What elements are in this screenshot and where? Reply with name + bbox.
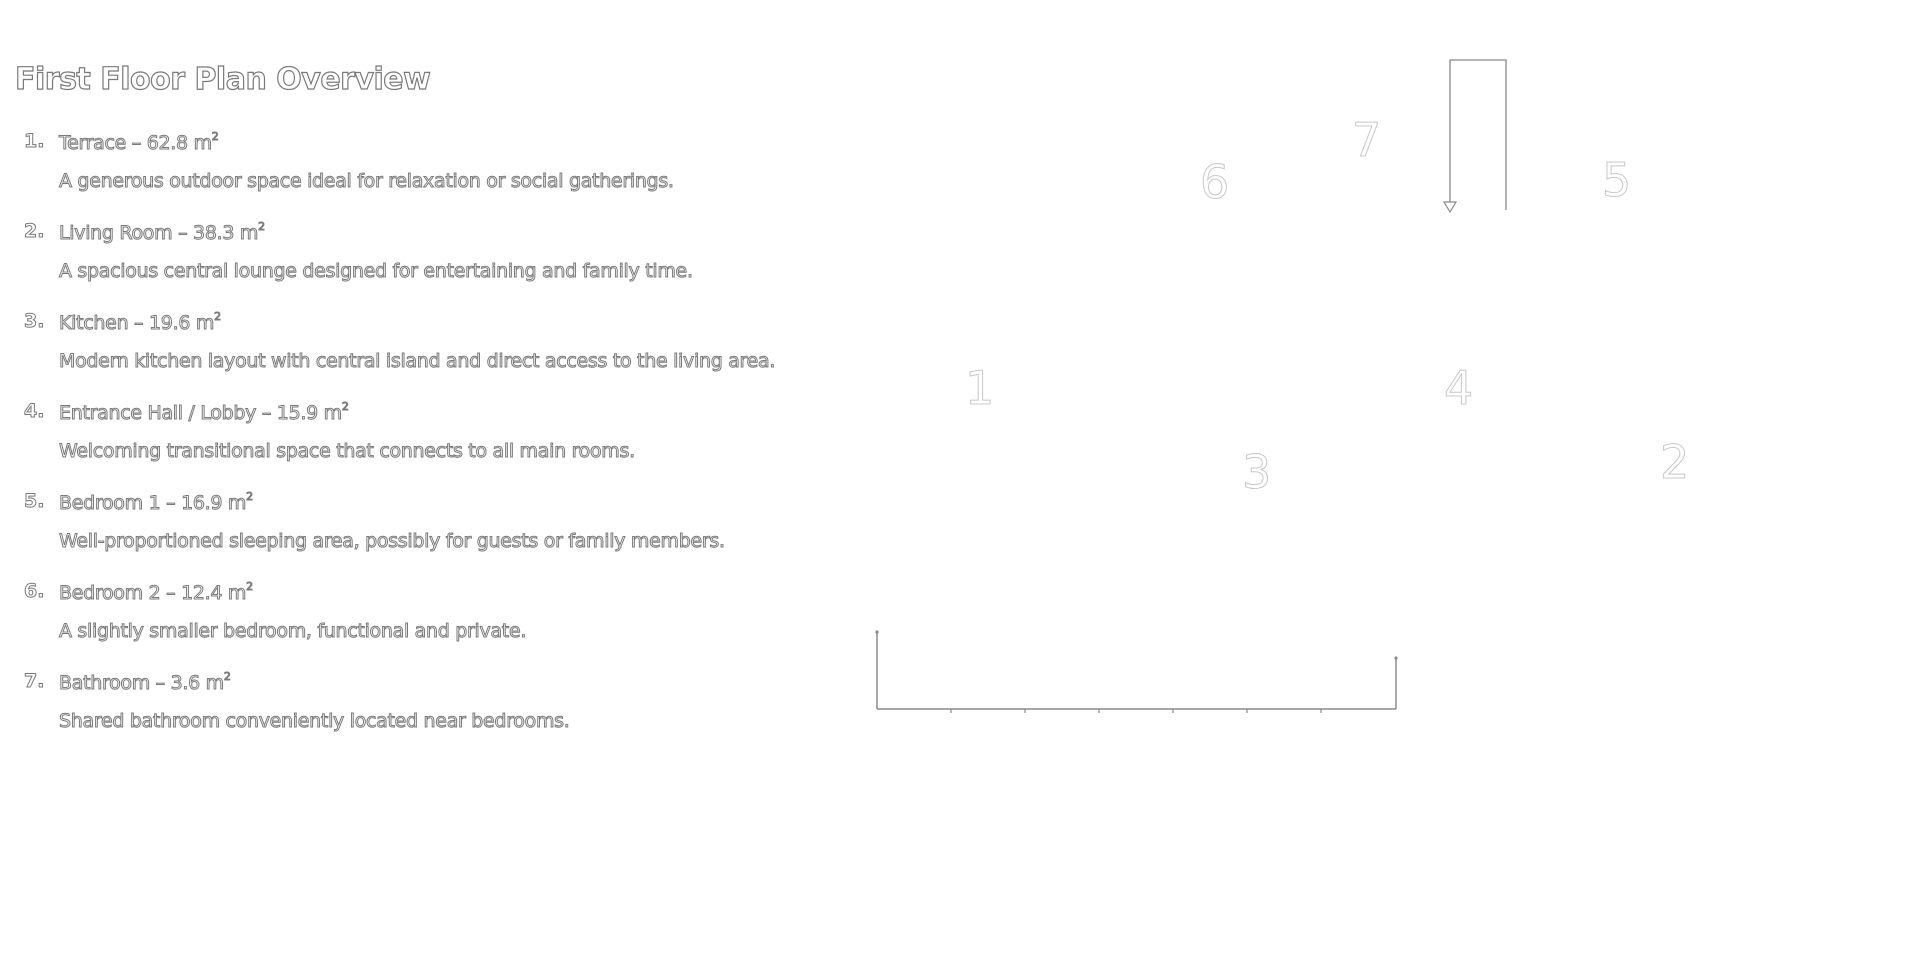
room-number: 2. (23, 220, 45, 243)
area-unit-superscript: 2 (258, 220, 266, 234)
room-description: A slightly smaller bedroom, functional a… (58, 620, 527, 643)
plan-label-6: 6 (1200, 155, 1229, 209)
room-heading: Bedroom 2 – 12.4 m2 (58, 580, 254, 605)
room-name: Bedroom 1 (58, 492, 161, 515)
room-number: 6. (23, 580, 45, 603)
room-name: Kitchen (58, 312, 129, 335)
room-heading: Living Room – 38.3 m2 (58, 220, 266, 245)
scale-bar-ticks (950, 709, 1322, 713)
area-unit-superscript: 2 (341, 400, 349, 414)
page-title: First Floor Plan Overview (14, 61, 431, 97)
room-area: 19.6 m (148, 312, 215, 335)
room-name: Living Room (58, 222, 173, 245)
area-unit-superscript: 2 (223, 670, 231, 684)
room-name: Entrance Hall / Lobby (58, 402, 257, 425)
room-heading: Bedroom 1 – 16.9 m2 (58, 490, 254, 515)
room-number: 1. (23, 130, 45, 153)
room-area: 15.9 m (276, 402, 342, 425)
room-heading: Bathroom – 3.6 m2 (59, 670, 232, 695)
room-area: 16.9 m (181, 492, 247, 515)
room-description: Welcoming transitional space that connec… (59, 440, 636, 463)
room-area: 12.4 m (181, 582, 247, 605)
area-unit-superscript: 2 (246, 490, 254, 504)
stair-outline (1449, 59, 1507, 210)
plan-label-1: 1 (965, 361, 994, 415)
plan-label-5: 5 (1602, 153, 1631, 207)
plan-label-2: 2 (1660, 435, 1689, 489)
plan-label-7: 7 (1352, 113, 1381, 167)
room-description: A spacious central lounge designed for e… (59, 260, 694, 283)
room-name: Bedroom 2 (58, 582, 161, 605)
room-number: 4. (23, 400, 45, 423)
area-unit-superscript: 2 (246, 580, 254, 594)
room-number: 3. (23, 310, 45, 333)
room-area: 38.3 m (193, 222, 259, 245)
area-unit-superscript: 2 (211, 130, 219, 144)
room-area: 3.6 m (170, 672, 225, 695)
room-description: Shared bathroom conveniently located nea… (59, 710, 571, 733)
room-number: 5. (23, 490, 45, 513)
plan-label-4: 4 (1444, 361, 1473, 415)
room-description: Modern kitchen layout with central islan… (58, 350, 776, 373)
plan-label-3: 3 (1242, 445, 1271, 499)
room-description: Well-proportioned sleeping area, possibl… (59, 530, 726, 553)
area-unit-superscript: 2 (214, 310, 222, 324)
scale-bar (876, 632, 1397, 710)
room-heading: Entrance Hall / Lobby – 15.9 m2 (58, 400, 349, 425)
room-heading: Terrace – 62.8 m2 (58, 130, 219, 155)
scale-bar-end-cap (1394, 656, 1398, 660)
scale-bar-end-cap (875, 630, 879, 634)
room-name: Bathroom (59, 672, 151, 695)
down-arrow-icon (1442, 201, 1458, 214)
room-description: A generous outdoor space ideal for relax… (59, 170, 675, 193)
room-heading: Kitchen – 19.6 m2 (58, 310, 222, 335)
room-name: Terrace (58, 132, 127, 155)
room-area: 62.8 m (146, 132, 212, 155)
room-number: 7. (23, 670, 45, 693)
